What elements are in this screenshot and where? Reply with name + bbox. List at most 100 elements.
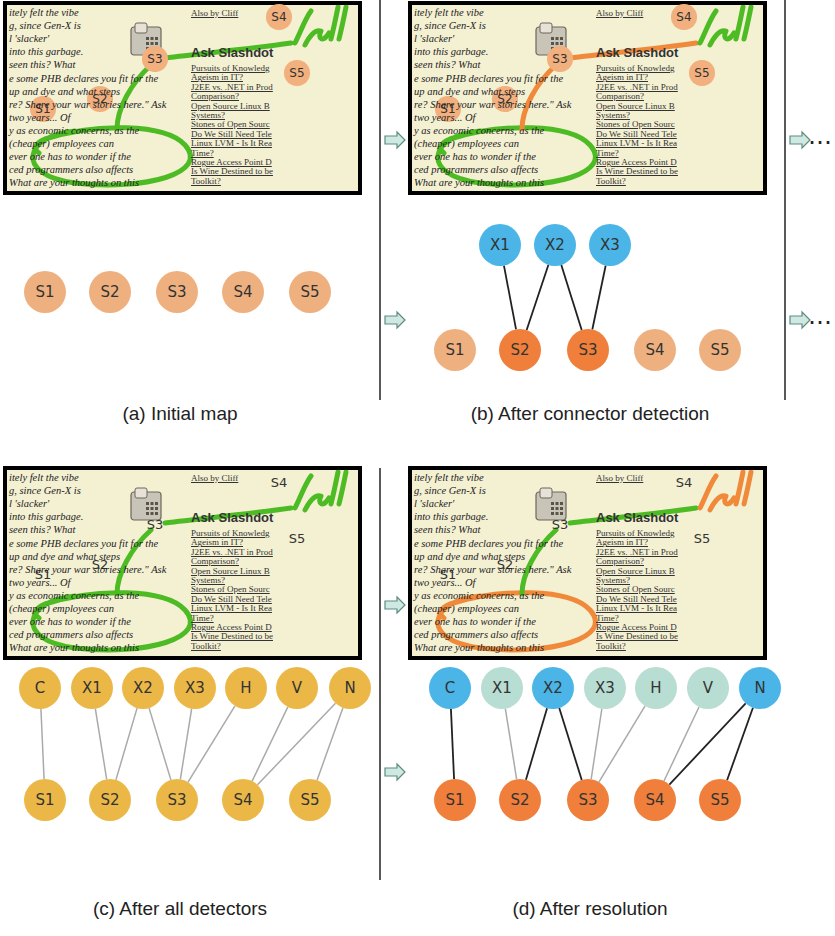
- stroke-label: S5: [284, 60, 309, 85]
- page-link: Time?: [596, 613, 619, 623]
- page-link: Ageism in IT?: [191, 537, 243, 547]
- stroke-node: S2: [499, 779, 541, 821]
- page-text: itely felt the vibe: [414, 7, 484, 18]
- page-link: Open Source Linux B: [596, 101, 675, 111]
- page-text: seen this? What: [414, 59, 481, 70]
- continuation-mark: …: [808, 302, 832, 330]
- stage-separator: [379, 0, 381, 400]
- page-link: Comparison?: [596, 556, 644, 566]
- link-line: [149, 708, 171, 780]
- ink-connector: [522, 508, 696, 594]
- phone-key: [551, 42, 554, 45]
- node-label: S3: [578, 793, 597, 808]
- screenshot: [5, 468, 360, 658]
- ink-check: [295, 472, 346, 510]
- stroke-node: S5: [699, 779, 741, 821]
- page-text: itely felt the vibe: [9, 7, 79, 18]
- page-link: Toolkit?: [191, 641, 221, 651]
- page-link: Systems?: [596, 110, 630, 120]
- phone-key: [155, 512, 158, 515]
- phone-key: [551, 512, 554, 515]
- screenshot: [5, 3, 360, 193]
- page-link: Open Source Linux B: [191, 101, 270, 111]
- page-text: (cheaper) employees can: [414, 138, 519, 149]
- interpretation-node: H: [225, 667, 267, 709]
- phone-key: [146, 512, 149, 515]
- stroke-node: S5: [289, 779, 331, 821]
- page-link: Time?: [596, 148, 619, 158]
- node-label: X1: [492, 681, 512, 696]
- phone-key: [556, 507, 559, 510]
- page-text: seen this? What: [414, 524, 481, 535]
- phone-key: [151, 512, 154, 515]
- node-label: X2: [543, 681, 563, 696]
- stage-arrow: [385, 597, 405, 613]
- interpretation-node: X3: [584, 667, 626, 709]
- stage-arrow: [385, 132, 405, 148]
- page-text: ced programmers also affects: [414, 164, 538, 175]
- link-line: [41, 709, 44, 779]
- page-text: re? Share your war stories here." Ask: [9, 99, 166, 110]
- interpretation-node: N: [739, 667, 781, 709]
- phone-key: [155, 502, 158, 505]
- page-link: Is Wine Destined to be: [596, 166, 678, 176]
- interpretation-node: H: [635, 667, 677, 709]
- page-text: up and dye and what steps: [9, 551, 120, 562]
- page-text: e some PHB declares you fit for the: [9, 538, 158, 549]
- node-label: X1: [82, 681, 102, 696]
- node-label: S2: [100, 793, 119, 808]
- page-link: Pursuits of Knowledg: [596, 528, 675, 538]
- node-label: S4: [645, 343, 664, 358]
- interpretation-node: X2: [532, 667, 574, 709]
- page-text: y as economic concerns, as the: [9, 125, 139, 136]
- page-link: Pursuits of Knowledg: [596, 63, 675, 73]
- interpretation-node: X1: [71, 667, 113, 709]
- page-link: Rogue Access Point D: [191, 157, 272, 167]
- node-label: V: [703, 681, 713, 696]
- stroke-label: S3: [547, 46, 572, 71]
- node-label: S5: [300, 793, 319, 808]
- page-text: re? Share your war stories here." Ask: [414, 99, 571, 110]
- phone-key: [556, 512, 559, 515]
- page-link: Comparison?: [191, 556, 239, 566]
- node-label: C: [35, 681, 45, 696]
- page-link: Also by Cliff: [596, 473, 643, 483]
- stroke-label: S4: [676, 475, 693, 490]
- phone-handset: [540, 23, 552, 33]
- phone-handset: [540, 488, 552, 498]
- node-label: C: [445, 681, 455, 696]
- page-text: e some PHB declares you fit for the: [414, 538, 563, 549]
- stroke-node: S5: [289, 271, 331, 313]
- node-label: S3: [552, 53, 567, 65]
- page-text: into this garbage.: [9, 511, 83, 522]
- page-text: g, since Gen-X is: [9, 485, 81, 496]
- page-link: Comparison?: [191, 91, 239, 101]
- phone-handset: [135, 488, 147, 498]
- interpretation-node: N: [329, 667, 371, 709]
- phone-key: [151, 502, 154, 505]
- stroke-node: S4: [222, 779, 264, 821]
- page-text: seen this? What: [9, 59, 76, 70]
- node-label: N: [754, 681, 765, 696]
- node-label: S1: [35, 793, 54, 808]
- link-line: [526, 708, 547, 780]
- page-text: y as economic concerns, as the: [9, 590, 139, 601]
- stroke-node: S1: [24, 271, 66, 313]
- phone-key: [560, 507, 563, 510]
- page-text: What are your thoughts on this: [9, 177, 139, 188]
- phone-key: [146, 42, 149, 45]
- page-link: Is Wine Destined to be: [191, 166, 273, 176]
- interpretation-node: X3: [589, 224, 631, 266]
- page-link: Ageism in IT?: [596, 537, 648, 547]
- page-text: ced programmers also affects: [9, 629, 133, 640]
- page-link: Stones of Open Sourc: [191, 584, 270, 594]
- phone-key: [551, 502, 554, 505]
- stroke-node: S4: [634, 329, 676, 371]
- page-text: two years... Of: [9, 577, 71, 588]
- screenshot-border: [410, 468, 765, 658]
- stage-arrow: [385, 312, 405, 328]
- page-text: g, since Gen-X is: [414, 20, 486, 31]
- page-text: ever one has to wonder if the: [9, 151, 131, 162]
- screenshot-border: [5, 468, 360, 658]
- interpretation-node: V: [687, 667, 729, 709]
